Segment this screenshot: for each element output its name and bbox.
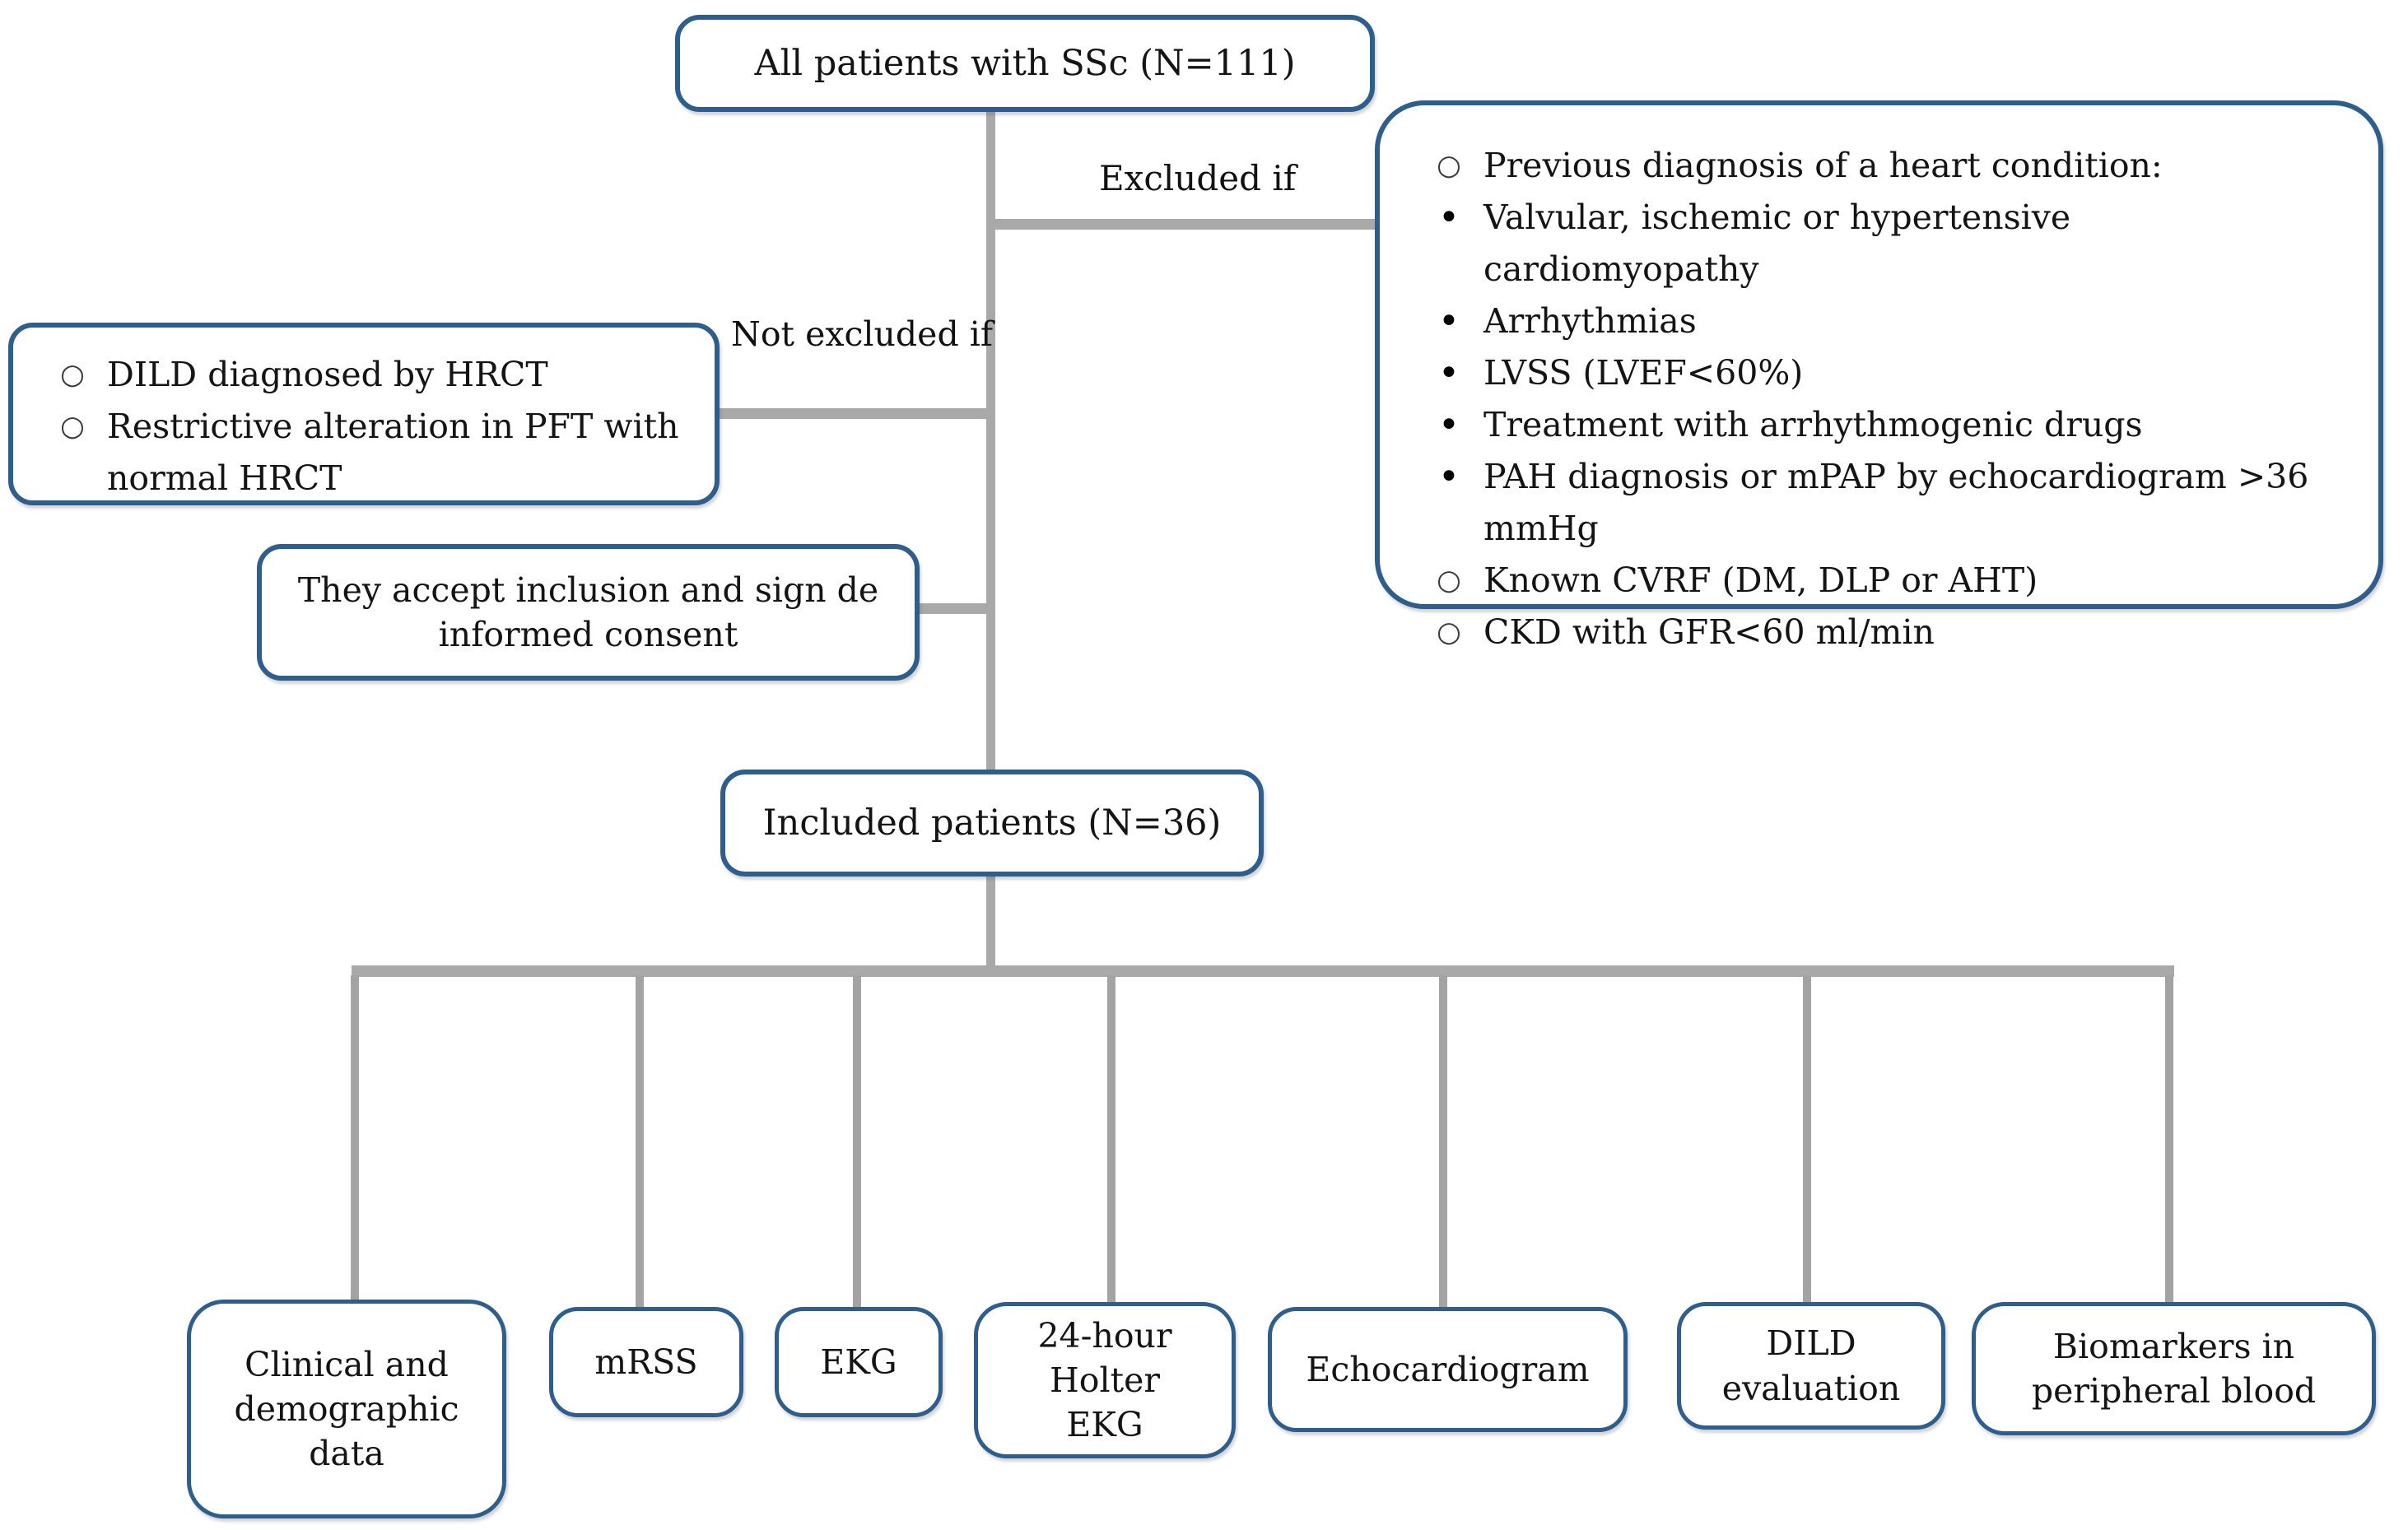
bullet-icon: • <box>1438 404 1460 446</box>
exclusion-criteria-list: ○ Previous diagnosis of a heart conditio… <box>1380 105 2378 675</box>
outcome-label: EKG <box>820 1342 897 1382</box>
connector-consent-branch <box>918 603 990 614</box>
list-item-text: Restrictive alteration in PFT with norma… <box>107 407 679 498</box>
open-circle-icon: ○ <box>1437 149 1461 182</box>
not-excluded-if-label: Not excluded if <box>731 314 994 354</box>
included-patients-label: Included patients (N=36) <box>762 802 1222 844</box>
list-item: • Valvular, ischemic or hypertensive car… <box>1414 192 2354 295</box>
bullet-icon: • <box>1438 300 1460 342</box>
all-patients-label: All patients with SSc (N=111) <box>754 42 1296 84</box>
list-item-text: Previous diagnosis of a heart condition: <box>1483 146 2163 185</box>
list-item-text: Known CVRF (DM, DLP or AHT) <box>1483 560 2038 600</box>
outcome-label: Clinical and demographic data <box>234 1344 459 1474</box>
list-item-text: Arrhythmias <box>1483 301 1697 341</box>
box-outcome-clinical-demographic: Clinical and demographic data <box>187 1300 506 1518</box>
list-item-text: DILD diagnosed by HRCT <box>107 355 548 394</box>
bullet-icon: • <box>1438 197 1460 239</box>
list-item: • Treatment with arrhythmogenic drugs <box>1414 399 2354 451</box>
outcome-label: DILD evaluation <box>1721 1323 1901 1408</box>
connector-drop-4 <box>1107 975 1116 1302</box>
connector-drop-2 <box>636 975 644 1307</box>
box-outcome-ekg: EKG <box>775 1307 943 1417</box>
list-item: ○ CKD with GFR<60 ml/min <box>1414 607 2354 658</box>
list-item-text: LVSS (LVEF<60%) <box>1483 353 1804 393</box>
list-item-text: PAH diagnosis or mPAP by echocardiogram … <box>1483 457 2309 548</box>
outcome-label: Biomarkers in peripheral blood <box>2031 1326 2317 1411</box>
connector-drop-7 <box>2165 975 2173 1302</box>
outcome-label: mRSS <box>594 1342 698 1382</box>
outcome-label: Echocardiogram <box>1306 1349 1590 1389</box>
list-item: • LVSS (LVEF<60%) <box>1414 347 2354 399</box>
open-circle-icon: ○ <box>1437 616 1461 649</box>
list-item: ○ Known CVRF (DM, DLP or AHT) <box>1414 555 2354 607</box>
connector-drop-1 <box>351 975 359 1300</box>
list-item-text: Treatment with arrhythmogenic drugs <box>1483 405 2143 444</box>
connector-drop-5 <box>1439 975 1447 1307</box>
list-item: ○ DILD diagnosed by HRCT <box>38 349 700 401</box>
connector-trunk-upper <box>986 112 995 770</box>
consent-label: They accept inclusion and sign de inform… <box>297 570 879 654</box>
box-exclusion-criteria: ○ Previous diagnosis of a heart conditio… <box>1375 100 2383 652</box>
list-item: ○ Previous diagnosis of a heart conditio… <box>1414 140 2354 192</box>
bullet-icon: • <box>1438 456 1460 498</box>
bullet-icon: • <box>1438 352 1460 394</box>
connector-not-excluded-branch <box>718 408 990 419</box>
excluded-if-label: Excluded if <box>1099 158 1297 198</box>
connector-trunk-lower <box>986 877 995 977</box>
not-excluded-criteria-list: ○ DILD diagnosed by HRCT ○ Restrictive a… <box>13 328 715 513</box>
box-all-patients: All patients with SSc (N=111) <box>675 15 1375 112</box>
box-consent: They accept inclusion and sign de inform… <box>257 544 920 681</box>
connector-drop-3 <box>853 975 861 1307</box>
box-outcome-biomarkers: Biomarkers in peripheral blood <box>1972 1302 2376 1435</box>
list-item: • PAH diagnosis or mPAP by echocardiogra… <box>1414 451 2354 555</box>
box-outcome-mrss: mRSS <box>549 1307 743 1417</box>
open-circle-icon: ○ <box>1437 564 1461 597</box>
list-item: • Arrhythmias <box>1414 295 2354 347</box>
open-circle-icon: ○ <box>60 410 85 443</box>
box-outcome-dild-evaluation: DILD evaluation <box>1677 1302 1945 1430</box>
box-not-excluded-criteria: ○ DILD diagnosed by HRCT ○ Restrictive a… <box>8 323 720 505</box>
connector-drop-6 <box>1803 975 1811 1302</box>
list-item: ○ Restrictive alteration in PFT with nor… <box>38 401 700 505</box>
list-item-text: Valvular, ischemic or hypertensive cardi… <box>1483 198 2071 289</box>
open-circle-icon: ○ <box>60 358 85 391</box>
box-outcome-echocardiogram: Echocardiogram <box>1268 1307 1628 1432</box>
list-item-text: CKD with GFR<60 ml/min <box>1483 612 1935 652</box>
outcome-label: 24-hour Holter EKG <box>1037 1315 1172 1445</box>
box-included-patients: Included patients (N=36) <box>720 770 1264 877</box>
connector-distributor-bar <box>352 965 2174 977</box>
connector-excluded-branch <box>990 219 1375 230</box>
box-outcome-holter-ekg: 24-hour Holter EKG <box>974 1302 1236 1458</box>
